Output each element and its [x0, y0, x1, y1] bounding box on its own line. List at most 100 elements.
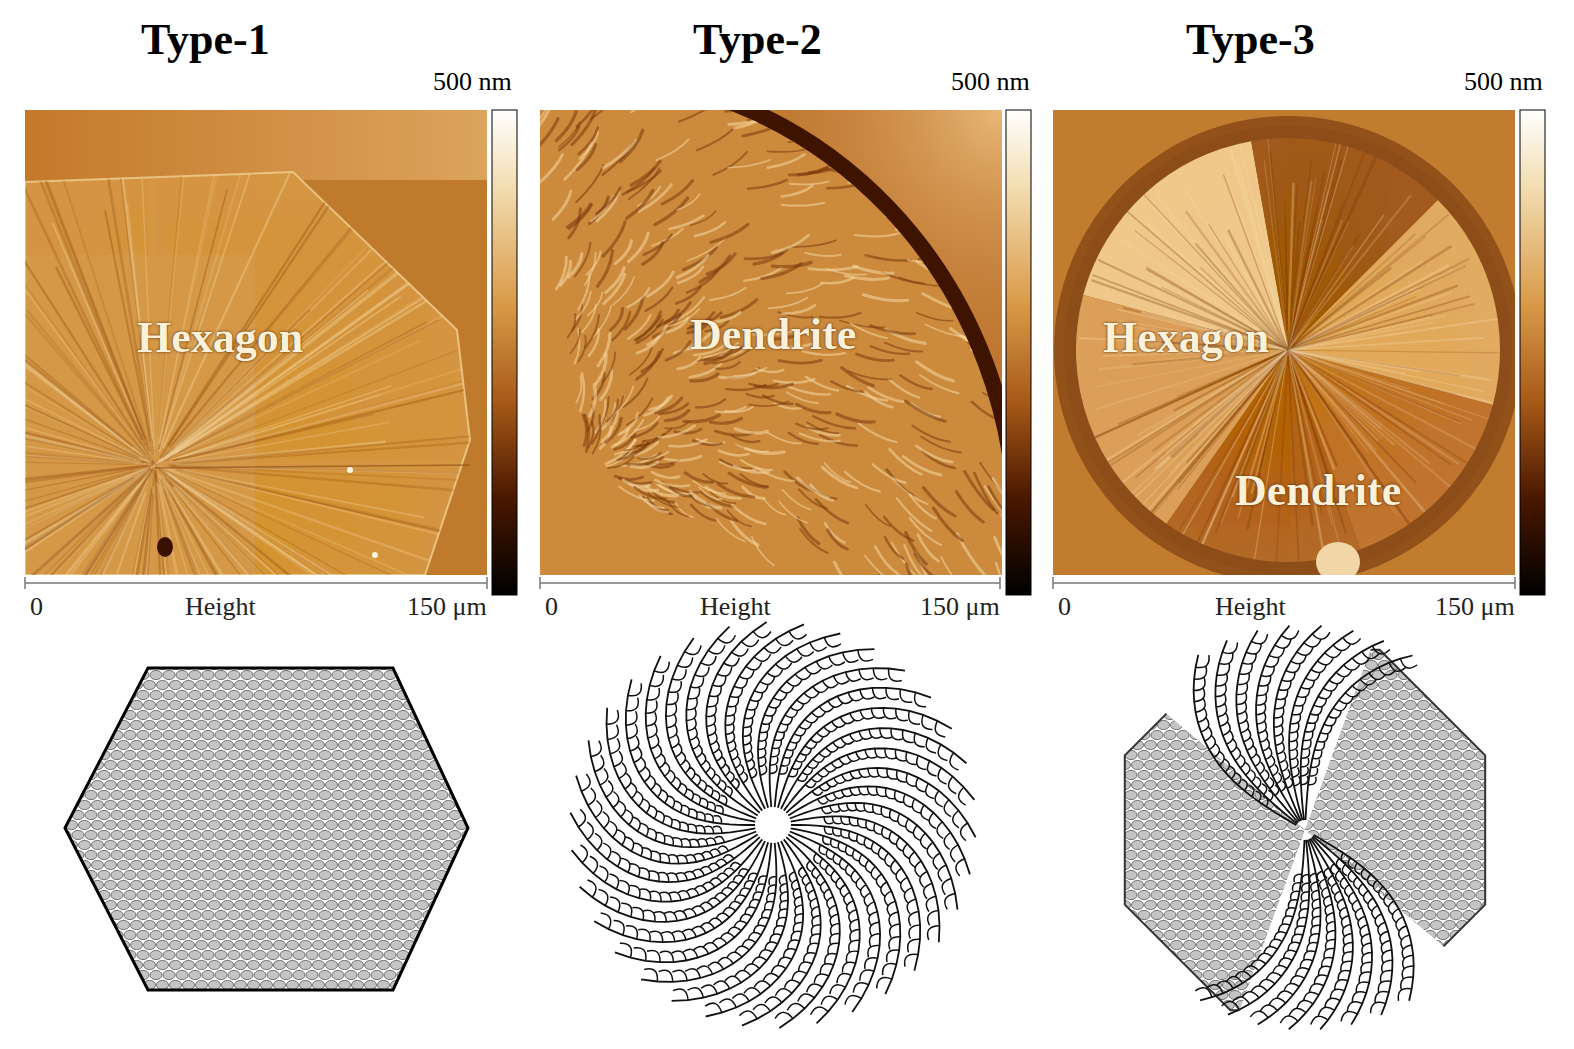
- texture-stroke: [597, 188, 621, 214]
- texture-stroke: [586, 315, 599, 348]
- texture-stroke: [571, 330, 580, 354]
- texture-stroke: [993, 478, 1002, 518]
- texture-stroke: [556, 112, 576, 141]
- texture-stroke: [1288, 259, 1469, 350]
- feather-spine: [615, 843, 771, 962]
- feather-spine: [646, 656, 756, 822]
- texture-stroke: [621, 130, 643, 161]
- texture-stroke: [25, 229, 145, 459]
- texture-stroke: [540, 110, 555, 128]
- texture-stroke: [720, 373, 755, 378]
- texture-stroke: [767, 149, 807, 152]
- texture-stroke: [992, 262, 1002, 285]
- texture-stroke: [639, 185, 671, 212]
- texture-stroke: [629, 233, 649, 261]
- texture-stroke: [624, 379, 648, 407]
- texture-stroke: [972, 402, 1002, 422]
- feather-spine: [791, 825, 920, 971]
- region-label: Hexagon: [1103, 314, 1269, 362]
- texture-stroke: [809, 165, 840, 173]
- texture-stroke: [583, 415, 587, 445]
- texture-stroke: [763, 396, 792, 404]
- texture-stroke: [870, 326, 914, 334]
- color-bar: [1520, 110, 1545, 595]
- feather-spine: [686, 627, 757, 816]
- texture-stroke: [866, 505, 890, 527]
- texture-stroke: [679, 110, 717, 122]
- texture-stroke: [863, 295, 907, 301]
- texture-stroke: [25, 489, 141, 575]
- texture-stroke: [613, 277, 634, 305]
- texture-stroke: [1288, 350, 1515, 353]
- texture-stroke: [25, 468, 151, 575]
- texture-stroke: [1288, 234, 1416, 350]
- texture-stroke: [821, 278, 853, 284]
- texture-stroke: [840, 167, 891, 170]
- texture-stroke: [644, 235, 672, 255]
- texture-stroke: [988, 299, 1002, 329]
- texture-stroke: [917, 362, 954, 381]
- texture-stroke: [779, 502, 807, 523]
- feather-spine: [672, 842, 788, 1001]
- texture-stroke: [720, 462, 756, 471]
- texture-stroke: [834, 562, 859, 575]
- texture-stroke: [612, 312, 630, 340]
- texture-stroke: [627, 398, 652, 425]
- texture-stroke: [796, 424, 828, 430]
- texture-stroke: [879, 575, 905, 576]
- texture-stroke: [1199, 350, 1288, 433]
- texture-stroke: [837, 414, 874, 422]
- texture-stroke: [797, 404, 830, 412]
- texture-stroke: [632, 462, 658, 467]
- texture-stroke: [951, 274, 989, 282]
- texture-stroke: [658, 310, 679, 326]
- scale-label: 500 nm: [951, 68, 1030, 97]
- texture-stroke: [718, 484, 753, 497]
- texture-stroke: [691, 374, 718, 381]
- texture-stroke: [652, 229, 683, 246]
- texture-stroke: [1288, 121, 1356, 350]
- texture-stroke: [1288, 292, 1452, 350]
- texture-stroke: [897, 198, 945, 206]
- texture-stroke: [762, 112, 811, 118]
- texture-stroke: [643, 429, 671, 441]
- texture-stroke: [710, 419, 741, 424]
- texture-stroke: [1288, 131, 1344, 350]
- texture-stroke: [993, 379, 1002, 403]
- texture-stroke: [885, 343, 923, 352]
- texture-stroke: [646, 288, 673, 311]
- texture-stroke: [912, 426, 950, 442]
- hexagon-schematic: [65, 668, 468, 990]
- texture-stroke: [695, 222, 725, 236]
- texture-stroke: [1288, 350, 1459, 464]
- axis-label: 150 μm: [1435, 593, 1515, 622]
- texture-stroke: [913, 185, 955, 189]
- texture-stroke: [669, 216, 703, 230]
- texture-stroke: [889, 379, 919, 397]
- texture-stroke: [576, 165, 603, 202]
- texture-stroke: [1155, 350, 1288, 470]
- texture-stroke: [578, 274, 589, 310]
- texture-stroke: [561, 261, 571, 285]
- texture-stroke: [857, 182, 891, 184]
- texture-stroke: [885, 216, 918, 219]
- feather-spine: [1215, 640, 1297, 823]
- texture-stroke: [919, 259, 964, 262]
- texture-stroke: [716, 519, 745, 542]
- texture-stroke: [768, 433, 801, 444]
- texture-stroke: [940, 252, 987, 271]
- texture-stroke: [917, 313, 953, 321]
- texture-stroke: [25, 313, 146, 458]
- texture-stroke: [873, 190, 920, 196]
- feather-spine: [791, 828, 901, 994]
- texture-stroke: [825, 463, 851, 482]
- region-label: Dendrite: [1235, 467, 1401, 515]
- texture-stroke: [1198, 350, 1288, 554]
- texture-stroke: [553, 191, 571, 219]
- texture-stroke: [716, 407, 746, 412]
- texture-stroke: [950, 329, 980, 345]
- texture-stroke: [941, 557, 964, 575]
- texture-stroke: [25, 240, 154, 464]
- axis-label: Height: [1215, 593, 1286, 622]
- texture-stroke: [159, 110, 232, 444]
